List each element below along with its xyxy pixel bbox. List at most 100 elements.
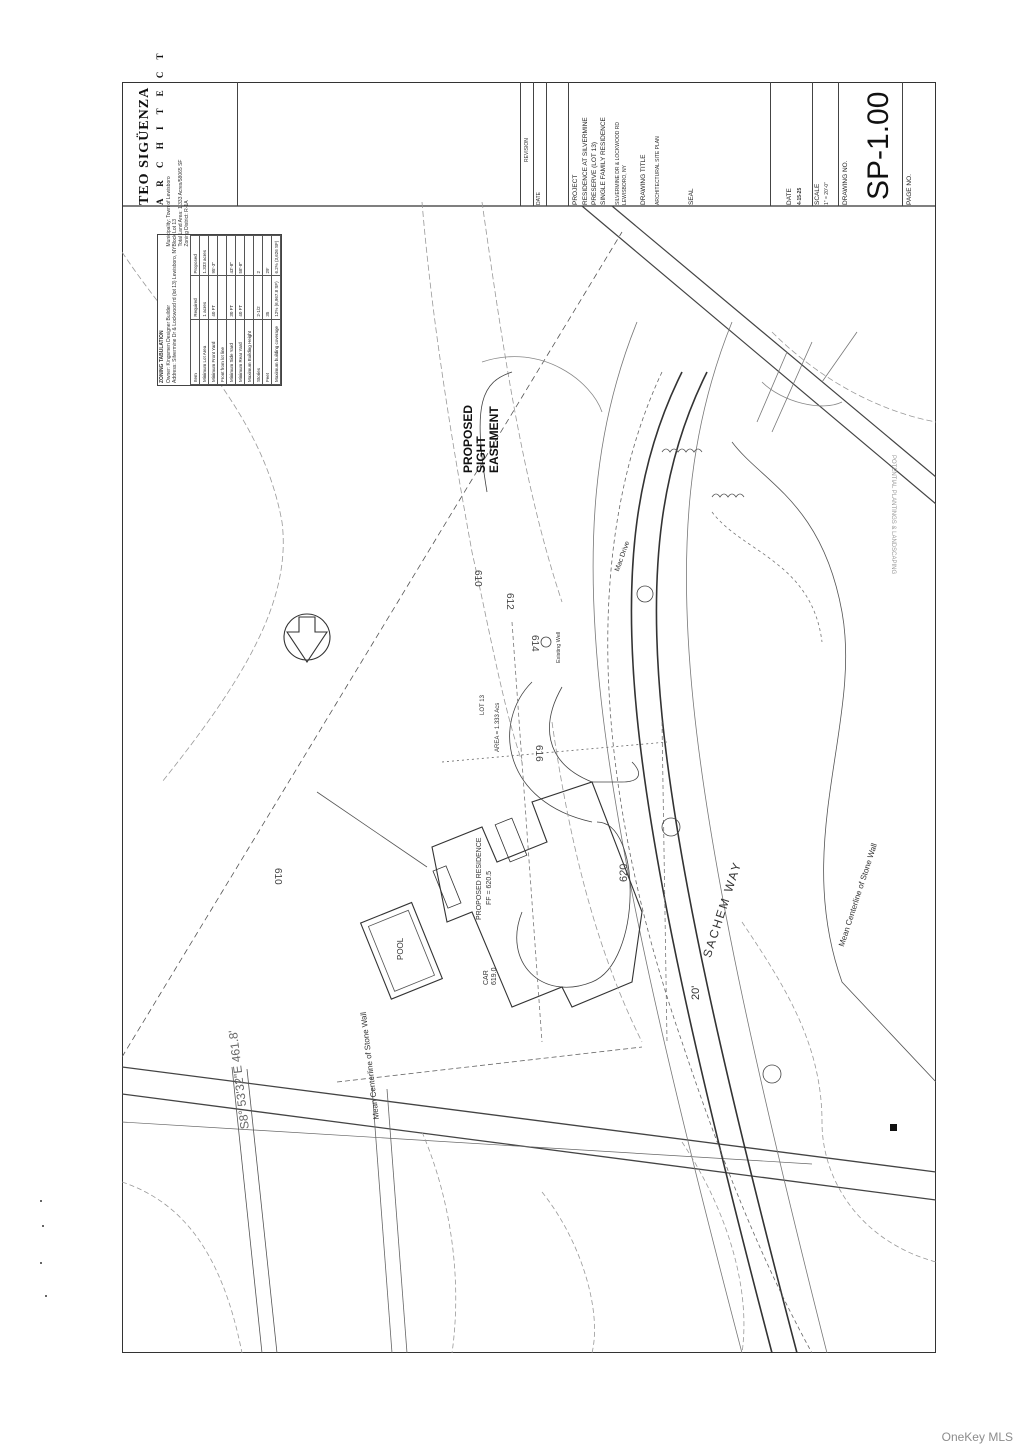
zoning-cell: 40 FT [235,275,245,320]
watermark: OneKey MLS [941,1430,1013,1444]
zoning-col-proposed: Proposed [190,235,200,276]
revision-date-label: DATE [536,192,542,205]
contour-620-label: 620 [618,863,630,882]
titleblock-divider [838,82,839,206]
zoning-cell: Minimum Front Yard [208,319,218,385]
finished-floor-label: FF = 620.5 [486,870,493,905]
date-label: DATE [786,188,793,205]
zoning-cell: Minimum Rear Yard [235,319,245,385]
drawing-no-label: DRAWING NO. [842,160,849,205]
pool-label: POOL [396,937,405,960]
page-no-label: PAGE NO. [906,174,913,205]
sheet-number: SP-1.00 [862,91,895,200]
zoning-cell: 43'-8" [226,235,236,276]
revision-label: REVISION [524,138,530,162]
lot-label: LOT 13 [480,695,486,715]
zoning-cell: Minimum Side Yard [226,319,236,385]
zoning-header-row: Item Required Proposed [190,235,200,385]
project-name-2: PRESERVE (LOT 13) [591,142,598,205]
zoning-cell: 2 [253,235,263,276]
adjacent-parcel-label: POTENTIAL PLANTINGS & LANDSCAPING [890,455,896,575]
titleblock-divider [770,82,771,206]
zoning-cell: Maximum building coverage [271,319,281,385]
zoning-cell [244,275,254,320]
project-address-2: LEWISBORO, NY [622,164,628,205]
firm-name: TEO SIGÜENZA [137,86,152,205]
project-name-1: RESIDENCE AT SILVERMINE [582,117,589,205]
road-width-label: 20' [690,985,702,1000]
scan-artifact [45,1295,47,1297]
scale-label: SCALE [814,183,821,205]
titleblock-divider [520,82,521,206]
contour-612-label: 612 [504,593,515,610]
zoning-cell: 95'-3" [208,235,218,276]
titleblock-divider [902,82,903,206]
zoning-title: ZONING TABULATION [159,330,165,383]
zoning-district: Zoning District: R-1A [184,200,190,247]
titleblock-divider [812,82,813,206]
car-label: CAR [483,970,490,985]
car-elevation-label: 619.0 [491,967,498,985]
zoning-cell: Minimum Lot Area [199,319,209,385]
lot-area-label: AREA = 1.333 Acs [495,702,501,752]
zoning-cell: Front from lot line [217,319,227,385]
table-row: Maximum Building Height [244,235,254,385]
drawing-title-label: DRAWING TITLE [640,154,647,205]
titleblock-divider [533,82,534,206]
zoning-cell [244,235,254,276]
table-row: Front from lot line [217,235,227,385]
drawing-sheet-border [122,82,936,1353]
scan-artifact [40,1262,42,1264]
zoning-cell: 35 [262,275,272,320]
proposed-residence-label: PROPOSED RESIDENCE [476,837,483,920]
zoning-cell: 40 FT [208,275,218,320]
zoning-cell: Feet [262,319,272,385]
drawing-title: ARCHITECTURAL SITE PLAN [655,136,661,205]
zoning-cell: 6.2% (3,626 SF) [271,235,281,276]
zoning-cell: 29' [262,235,272,276]
zoning-cell: 12% (6,967.8 SF) [271,275,281,320]
zoning-cell: 58'-8" [235,235,245,276]
zoning-col-item: Item [190,319,200,385]
firm-subtitle: A R C H I T E C T [155,48,165,205]
scale-value: 1" = 20'-0" [824,182,830,205]
titleblock-divider [237,82,238,206]
existing-well-label: Existing Well [556,631,562,663]
contour-614-label: 614 [529,635,540,652]
titleblock-divider [546,82,547,206]
contour-610-label: 610 [472,570,483,587]
reference-marker [890,1124,897,1131]
easement-line-3: EASEMENT [487,406,501,473]
date-value: 4-15-25 [797,187,803,205]
contour-616-label: 616 [533,745,544,762]
zoning-cell [217,235,227,276]
proposed-sight-easement-label: PROPOSED SIGHT EASEMENT [461,405,501,473]
zoning-cell: 2-1/2 [253,275,263,320]
scan-artifact [42,1225,44,1227]
project-name-3: SINGLE FAMILY RESIDENCE [600,117,607,205]
zoning-cell: 1.333 acres [199,235,209,276]
zoning-cell: 1 acres [199,275,209,320]
zoning-col-required: Required [190,275,200,320]
zoning-cell [217,275,227,320]
zoning-cell: 30 FT [226,275,236,320]
project-address-1: SILVERMINE DR & LOCKWOOD RD [615,122,621,205]
scan-artifact [40,1200,42,1202]
zoning-cell: Maximum Building Height [244,319,254,385]
titleblock-divider [568,82,569,206]
seal-label: SEAL [688,188,695,205]
zoning-tabulation: ZONING TABULATION Owner: Kingsmen Design… [157,160,282,386]
project-label: PROJECT [572,174,579,205]
site-plan-drawing [122,201,936,1353]
zoning-cell: Stories [253,319,263,385]
contour-610b-label: 610 [272,868,283,885]
zoning-address: Address: Silvermine Dr & Lockwood rd (lo… [172,246,178,383]
